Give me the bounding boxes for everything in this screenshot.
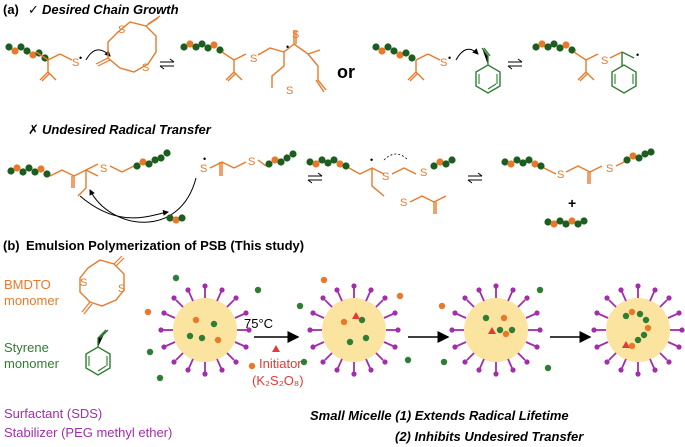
section-b-label: (b) xyxy=(3,238,20,253)
sulfur-atom: S xyxy=(557,169,564,181)
sulfur-atom: S xyxy=(440,57,447,69)
free-monomers-2 xyxy=(296,276,412,366)
styrene-structure xyxy=(85,329,111,376)
conclusion-line-2: (2) Inhibits Undesired Transfer xyxy=(395,429,584,444)
sulfur-atom: S xyxy=(118,24,125,36)
transfer-arrow xyxy=(89,177,197,223)
sulfur-atom: S xyxy=(100,163,107,175)
intermediate-radical: S • S S xyxy=(306,153,456,214)
bmdto-label-sub: monomer xyxy=(4,293,60,308)
bmdto-label: BMDTO xyxy=(4,277,51,292)
radical-dot: • xyxy=(448,53,451,63)
sulfur-atom: S xyxy=(142,62,149,74)
radical-dot: • xyxy=(286,42,289,52)
sulfur-atom: S xyxy=(420,167,427,179)
plus-sign: + xyxy=(568,195,576,211)
equilibrium-arrow xyxy=(307,172,323,184)
styrene-adduct: S • xyxy=(532,40,639,94)
styrene-label: Styrene xyxy=(4,340,49,355)
section-a-label: (a) xyxy=(3,2,19,17)
sulfur-atom: S xyxy=(118,283,125,295)
conclusion-line-1: Small Micelle (1) Extends Radical Lifeti… xyxy=(310,408,569,423)
chain-radical-2: S • xyxy=(372,43,451,82)
polymer-chain xyxy=(5,43,49,62)
sulfur-atom: S xyxy=(292,29,299,41)
radical-dot: • xyxy=(636,50,639,60)
radical-dot: • xyxy=(370,155,373,165)
micelle-polymer xyxy=(591,283,685,377)
released-chain xyxy=(544,217,588,228)
temperature-label: 75°C xyxy=(244,316,273,331)
radical-dot: • xyxy=(79,53,82,63)
free-monomers-3 xyxy=(438,286,552,372)
ring-opened-product: S S • S xyxy=(180,29,327,97)
or-label: or xyxy=(337,62,355,82)
sulfur-atom: S xyxy=(250,53,257,65)
bmdto-structure: S S xyxy=(79,255,125,315)
micelle-initial xyxy=(158,283,252,377)
styrene-molecule xyxy=(475,47,501,94)
attacking-radical: S • S xyxy=(200,150,297,176)
stabilizer-label: Stabilizer (PEG methyl ether) xyxy=(4,425,172,440)
sulfur-atom: S xyxy=(382,171,389,183)
electron-arrow xyxy=(455,48,479,61)
chain-radical-1: S • xyxy=(5,43,82,82)
micelle-propagating xyxy=(449,283,543,377)
bmdto-ring-1: S S xyxy=(95,15,161,74)
radical-dot: • xyxy=(203,154,206,164)
section-b-title: Emulsion Polymerization of PSB (This stu… xyxy=(26,238,304,253)
transfer-arrow xyxy=(79,195,169,219)
free-monomers-1 xyxy=(144,274,262,382)
sulfur-atom: S xyxy=(606,163,613,175)
surfactant-label: Surfactant (SDS) xyxy=(4,406,102,421)
small-chain-fragment xyxy=(166,214,186,224)
polymer-with-sulfide: S xyxy=(7,149,171,197)
undesired-title: Undesired Radical Transfer xyxy=(42,122,212,137)
sulfur-atom: S xyxy=(200,163,207,175)
sulfur-atom: S xyxy=(286,85,293,97)
initiator-formula: (K₂S₂O₈) xyxy=(252,373,304,388)
sulfur-atom: S xyxy=(248,156,255,168)
sulfur-atom: S xyxy=(400,197,407,209)
styrene-label-sub: monomer xyxy=(4,356,60,371)
sulfur-atom: S xyxy=(601,55,608,67)
transfer-product: S S xyxy=(501,148,655,184)
sulfur-atom: S xyxy=(72,57,79,69)
equilibrium-arrow xyxy=(507,58,523,70)
equilibrium-arrow xyxy=(159,58,175,70)
check-mark: ✓ xyxy=(28,2,39,17)
initiator-label: Initiator xyxy=(259,356,302,371)
desired-title: Desired Chain Growth xyxy=(42,2,179,17)
micelle-initiated xyxy=(307,283,401,377)
cross-mark: ✗ xyxy=(28,122,39,137)
equilibrium-arrow xyxy=(467,172,483,184)
sulfur-atom: S xyxy=(80,277,87,289)
initiator-icon xyxy=(272,345,280,352)
